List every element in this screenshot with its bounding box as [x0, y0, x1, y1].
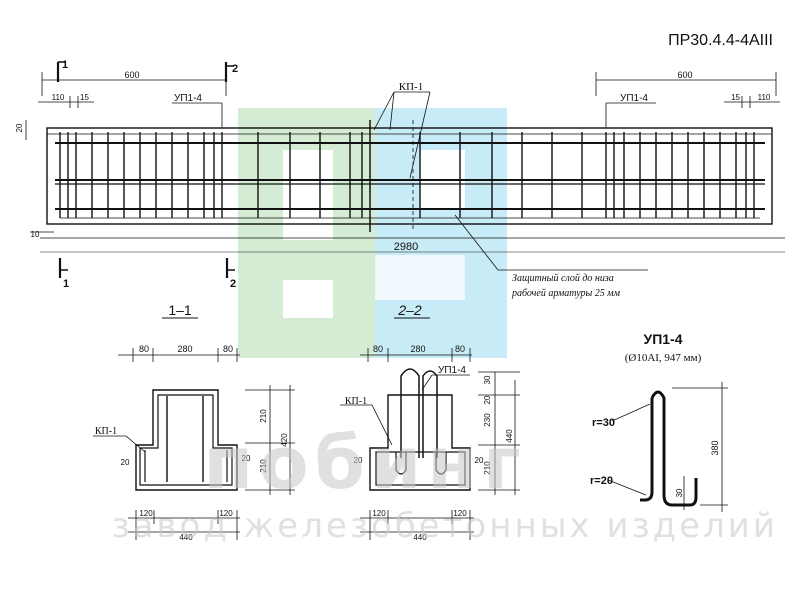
- detail-title: УП1-4: [643, 331, 682, 347]
- s2-h-440: 440: [505, 429, 514, 443]
- section-2-2: [340, 317, 520, 540]
- detail-r30: r=30: [592, 417, 615, 429]
- s2-label-kp: КП-1: [345, 396, 367, 407]
- s1-side-20-left: 20: [121, 458, 130, 467]
- section-1-1-title: 1–1: [168, 302, 192, 318]
- s1-top-80-right: 80: [223, 344, 233, 354]
- dim-110-left: 110: [52, 93, 65, 102]
- s1-bot-120-left: 120: [139, 509, 153, 518]
- s1-h-210-top: 210: [259, 409, 268, 423]
- detail-subtitle: (Ø10AI, 947 мм): [625, 352, 702, 364]
- cover-note-line1: Защитный слой до низа: [512, 273, 614, 284]
- watermark-logo: [238, 108, 507, 358]
- drawing-title: ПР30.4.4-4AIII: [668, 32, 773, 49]
- s2-h-20: 20: [483, 395, 492, 404]
- elevation-view: [40, 127, 785, 253]
- cut-label-2-top: 2: [232, 63, 238, 75]
- dim-15-right: 15: [731, 93, 740, 102]
- cut-label-2-bottom: 2: [230, 278, 236, 290]
- cut-label-1-top: 1: [62, 59, 68, 71]
- section-1-1-labels: 1–1 80 280 80 КП-1 210 210 420 20 20 120…: [95, 302, 289, 542]
- dim-20: 20: [15, 123, 24, 132]
- s1-top-80-left: 80: [139, 344, 149, 354]
- overall-length: 2980: [394, 241, 418, 253]
- dim-10: 10: [31, 230, 40, 239]
- dim-600-left: 600: [124, 70, 139, 80]
- cut-label-1-bottom: 1: [63, 278, 69, 290]
- section-1-1: [93, 317, 295, 540]
- s1-label-kp: КП-1: [95, 426, 117, 437]
- watermark-brand: побинг: [203, 421, 526, 505]
- section-2-2-title: 2–2: [397, 302, 422, 318]
- s2-h-230: 230: [483, 413, 492, 427]
- s2-label-up: УП1-4: [438, 365, 466, 376]
- s2-h-210: 210: [483, 461, 492, 475]
- elevation-labels: 600 600 110 15 15 110 20 10 УП1-4 УП1-4 …: [15, 59, 771, 299]
- stirrups: [59, 132, 755, 218]
- s1-h-210-bottom: 210: [259, 459, 268, 473]
- detail-h-380: 380: [710, 440, 720, 455]
- section-2-2-labels: 2–2 80 280 80 УП1-4 КП-1 30 20 230 210 4…: [345, 302, 514, 542]
- watermark-text: побинг завод железобетонных изделий: [112, 421, 778, 546]
- watermark-tagline: завод железобетонных изделий: [112, 506, 778, 546]
- label-up-left: УП1-4: [174, 93, 202, 104]
- cover-note-line2: рабочей арматуры 25 мм: [511, 288, 621, 299]
- s2-top-280: 280: [410, 344, 425, 354]
- detail-h-30: 30: [675, 488, 684, 497]
- s1-bot-120-right: 120: [219, 509, 233, 518]
- dim-15-left: 15: [80, 93, 89, 102]
- label-kp: КП-1: [399, 81, 423, 93]
- label-up-right: УП1-4: [620, 93, 648, 104]
- dim-110-right: 110: [758, 93, 771, 102]
- s2-top-80-right: 80: [455, 344, 465, 354]
- s2-bot-120-left: 120: [372, 509, 386, 518]
- detail-labels: УП1-4 (Ø10AI, 947 мм) r=30 r=20 380 30: [590, 331, 720, 497]
- s1-h-420: 420: [280, 433, 289, 447]
- s2-side-20-left: 20: [354, 456, 363, 465]
- s1-bot-440: 440: [179, 533, 193, 542]
- s2-bot-120-right: 120: [453, 509, 467, 518]
- s2-h-30: 30: [483, 375, 492, 384]
- s2-top-80-left: 80: [373, 344, 383, 354]
- elevation-dimensions: [25, 61, 780, 278]
- s2-bot-440: 440: [413, 533, 427, 542]
- s1-side-20-right: 20: [242, 454, 251, 463]
- detail-r20: r=20: [590, 475, 613, 487]
- detail-up1-4: [607, 382, 728, 512]
- dim-600-right: 600: [677, 70, 692, 80]
- s1-top-280: 280: [177, 344, 192, 354]
- s2-side-20-right: 20: [475, 456, 484, 465]
